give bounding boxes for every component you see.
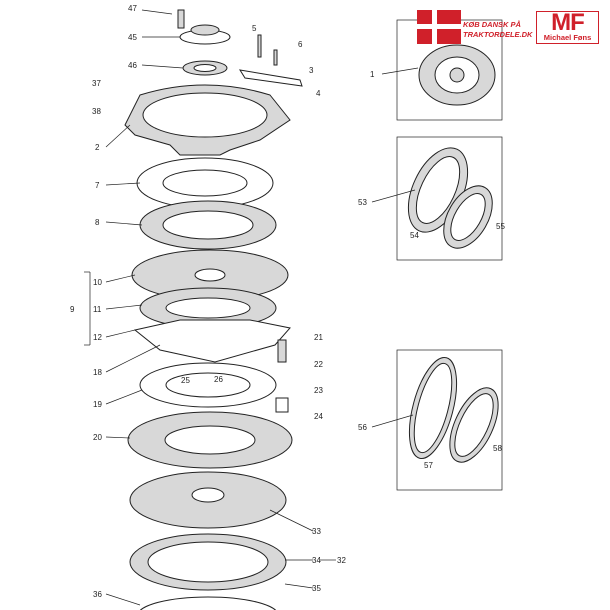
clutch-disc-10 <box>131 249 289 301</box>
callout-7: 7 <box>95 181 100 190</box>
callout-24: 24 <box>314 412 323 421</box>
clutch-assembly-illustration <box>418 44 496 106</box>
callout-labels: 47 45 46 5 6 3 4 37 38 2 7 8 10 11 9 12 … <box>70 4 505 599</box>
callout-36: 36 <box>93 590 102 599</box>
danish-flag-logo <box>417 10 461 44</box>
callout-55: 55 <box>496 222 505 231</box>
callout-53: 53 <box>358 198 367 207</box>
plate-36 <box>140 596 276 610</box>
finger-disc-20 <box>127 411 293 469</box>
callout-18: 18 <box>93 368 102 377</box>
callout-9: 9 <box>70 305 75 314</box>
callout-19: 19 <box>93 400 102 409</box>
callout-20: 20 <box>93 433 102 442</box>
callout-1: 1 <box>370 70 375 79</box>
callout-3: 3 <box>309 66 314 75</box>
callout-46: 46 <box>128 61 137 70</box>
callout-10: 10 <box>93 278 102 287</box>
callout-33: 33 <box>312 527 321 536</box>
plate-19 <box>139 362 277 408</box>
callout-5: 5 <box>252 24 257 33</box>
callout-6: 6 <box>298 40 303 49</box>
logo-slogan[interactable]: KØB DANSK PÅ TRAKTORDELE.DK <box>463 20 532 40</box>
callout-8: 8 <box>95 218 100 227</box>
callout-25: 25 <box>181 376 190 385</box>
leader-lines <box>84 9 419 606</box>
plate-18 <box>133 319 291 363</box>
lining-rings-56 <box>408 357 499 463</box>
callout-56: 56 <box>358 423 367 432</box>
callout-58: 58 <box>493 444 502 453</box>
callout-35: 35 <box>312 584 321 593</box>
mf-logo: MF Michael Føns <box>536 11 599 44</box>
logo-line1: KØB DANSK PÅ <box>463 20 521 29</box>
callout-22: 22 <box>314 360 323 369</box>
callout-57: 57 <box>424 461 433 470</box>
callout-32: 32 <box>337 556 346 565</box>
release-lever-3 <box>238 34 303 87</box>
callout-26: 26 <box>214 375 223 384</box>
clutch-disc-33 <box>129 471 287 529</box>
logo-mark: MF <box>551 9 585 36</box>
callout-12: 12 <box>93 333 102 342</box>
spring-21-bracket-23 <box>275 339 289 413</box>
lining-34 <box>129 533 287 591</box>
plate-7 <box>136 157 274 209</box>
callout-47: 47 <box>128 4 137 13</box>
callout-34: 34 <box>312 556 321 565</box>
logo-name: Michael Føns <box>543 33 592 42</box>
clutch-disc-11 <box>139 287 277 329</box>
callout-37: 37 <box>92 79 101 88</box>
callout-11: 11 <box>93 305 102 314</box>
callout-54: 54 <box>410 231 419 240</box>
callout-4: 4 <box>316 89 321 98</box>
callout-45: 45 <box>128 33 137 42</box>
plate-8 <box>139 200 277 250</box>
lining-rings-53 <box>407 147 493 249</box>
callout-2: 2 <box>95 143 100 152</box>
logo-line2: TRAKTORDELE.DK <box>463 30 533 39</box>
release-bearing-45 <box>177 9 231 76</box>
callout-38: 38 <box>92 107 101 116</box>
callout-23: 23 <box>314 386 323 395</box>
pressure-plate-cover-2 <box>124 84 291 156</box>
inset-box-linings <box>396 136 503 261</box>
callout-21: 21 <box>314 333 323 342</box>
